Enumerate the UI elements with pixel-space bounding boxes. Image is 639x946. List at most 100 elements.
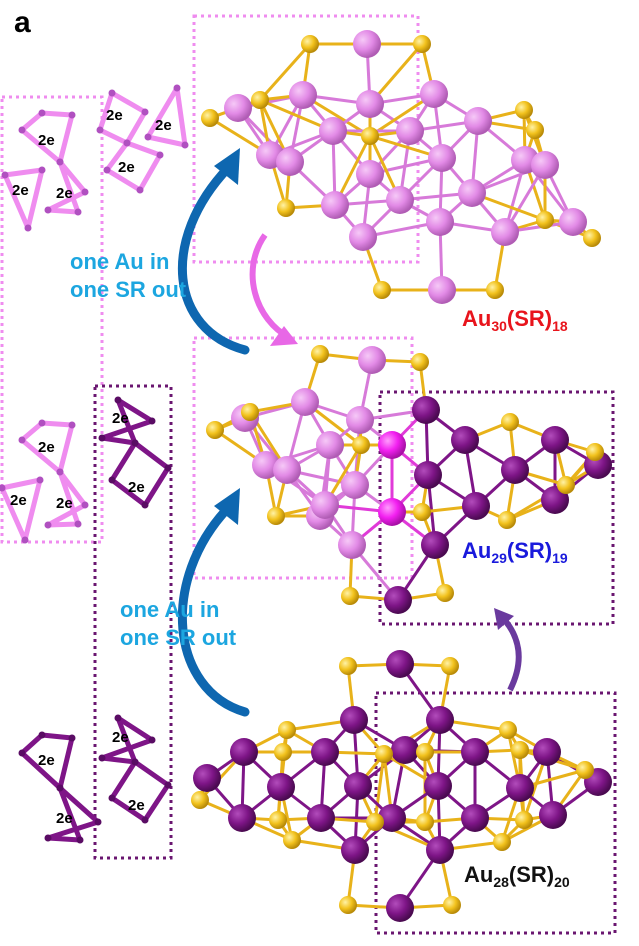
vertex-dot [21,536,29,544]
gold-atom [276,148,304,176]
sulfur-atom [283,831,301,849]
electron-count-label: 2e [56,185,73,202]
box-au29-core [192,336,414,580]
sulfur-atom [201,109,219,127]
cluster-au28-structure [191,650,612,922]
vertex-dot [38,166,46,174]
triangle-outline [0,477,43,543]
gold-atom [358,346,386,374]
electron-count-label: 2e [12,182,29,199]
vertex-dot [76,836,84,844]
gold-atom [426,208,454,236]
electron-unit-triangle: 2e [44,784,102,844]
electron-unit-triangle: 2e [98,714,156,766]
sulfur-atom [416,813,434,831]
electron-unit-triangle: 2e [1,166,46,232]
sulfur-atom [206,421,224,439]
gold-atom [531,151,559,179]
electron-unit-triangle: 2e [18,419,76,476]
vertex-dot [148,417,156,425]
note-line-2: one SR out [70,277,187,302]
sulfur-atom [361,127,379,145]
gold-atom [462,492,490,520]
label-m: 20 [554,874,570,890]
transformation-note-top: one Au in one SR out [70,248,186,304]
sulfur-atom [241,403,259,421]
sulfur-atom [373,281,391,299]
electron-unit-triangle: 2e [18,731,76,792]
gold-atom [386,186,414,214]
gold-atom [559,208,587,236]
gold-atom [289,81,317,109]
sulfur-atom [515,811,533,829]
electron-count-label: 2e [38,132,55,149]
gold-atom [291,388,319,416]
label-base: Au [464,862,494,887]
vertex-dot [36,476,44,484]
label-ligand: (SR) [506,306,553,331]
gold-atom [346,406,374,434]
vertex-dot [56,468,64,476]
label-n: 29 [491,550,507,566]
triangle-outline [2,167,45,231]
gold-atom [230,738,258,766]
label-au30: Au30(SR)18 [462,306,568,334]
label-au28: Au28(SR)20 [464,862,570,890]
electron-count-label: 2e [38,752,55,769]
sulfur-atom [443,896,461,914]
sulfur-atom [557,476,575,494]
note-line-1: one Au in [70,249,170,274]
vertex-dot [108,794,116,802]
electron-count-label: 2e [118,159,135,176]
sulfur-atom [339,657,357,675]
electron-unit-triangle: 2e [103,139,164,194]
electron-unit-triangle: 2e [0,476,44,544]
sulfur-atom [586,443,604,461]
vertex-dot [56,784,64,792]
vertex-dot [81,501,89,509]
electron-count-label: 2e [128,797,145,814]
electron-count-label: 2e [38,439,55,456]
sulfur-atom [191,791,209,809]
purple-arrow-head [494,608,514,630]
vertex-dot [18,749,26,757]
electron-unit-triangle: 2e [44,468,89,529]
sulfur-atom [278,721,296,739]
vertex-dot [38,731,46,739]
gold-atom [273,456,301,484]
label-base: Au [462,538,492,563]
vertex-dot [108,89,116,97]
vertex-dot [68,734,76,742]
vertex-dot [114,714,122,722]
gold-atom [420,80,448,108]
vertex-dot [38,419,46,427]
vertex-dot [56,158,64,166]
electron-unit-triangle: 2e [96,89,149,147]
electron-unit-triangle: 2e [98,396,156,447]
vertex-dot [181,141,189,149]
electron-count-label: 2e [155,117,172,134]
vertex-dot [173,84,181,92]
gold-atom [451,426,479,454]
sulfur-atom [251,91,269,109]
gold-atom [464,107,492,135]
vertex-dot [156,151,164,159]
vertex-dot [1,171,9,179]
vertex-dot [144,133,152,141]
gold-atom [424,772,452,800]
vertex-dot [141,501,149,509]
electron-unit-triangle: 2e [108,758,172,824]
gold-atom [384,586,412,614]
vertex-dot [108,476,116,484]
box-au28-right [374,691,617,935]
vertex-dot [96,126,104,134]
gold-atom [428,276,456,304]
sulfur-atom [341,587,359,605]
pink-arrow-head [270,326,298,346]
sulfur-atom [413,35,431,53]
sulfur-atom [499,721,517,739]
label-base: Au [462,306,492,331]
sulfur-atom [366,813,384,831]
transformation-note-bottom: one Au in one SR out [120,596,236,652]
vertex-dot [131,758,139,766]
